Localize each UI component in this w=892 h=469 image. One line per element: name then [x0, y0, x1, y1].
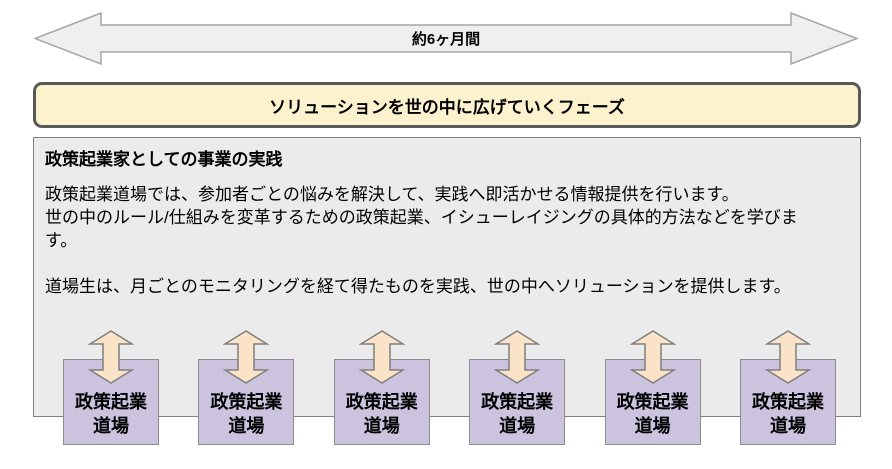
phase-banner-label: ソリューションを世の中に広げていくフェーズ: [269, 97, 625, 117]
dojo-unit-4: 政策起業 道場: [469, 330, 566, 445]
dojo-unit-5: 政策起業 道場: [604, 330, 701, 445]
dojo-box-label-line2: 道場: [93, 416, 129, 436]
panel-paragraph-1: 政策起業道場では、参加者ごとの悩みを解決して、実践へ即活かせる情報提供を行います…: [45, 183, 849, 252]
dojo-row: 政策起業 道場 政策起業 道場 政策起業 道場: [63, 330, 836, 445]
dojo-box-label-line2: 道場: [363, 416, 400, 436]
dojo-box-label-line1: 政策起業: [616, 392, 689, 412]
up-down-arrow-icon: [88, 330, 134, 384]
panel-paragraph-2: 道場生は、月ごとのモニタリングを経て得たものを実践、世の中へソリューションを提供…: [45, 277, 791, 296]
dojo-box-label-line2: 道場: [499, 416, 536, 436]
up-down-arrow-icon: [764, 330, 811, 384]
dojo-box-label-line2: 道場: [634, 416, 671, 436]
main-panel: 政策起業家としての事業の実践 政策起業道場では、参加者ごとの悩みを解決して、実践…: [33, 137, 861, 417]
up-down-arrow-icon: [358, 330, 405, 384]
dojo-box-label-line1: 政策起業: [75, 392, 147, 412]
paragraph-line: す。: [45, 231, 78, 250]
dojo-box-label-line2: 道場: [769, 416, 806, 436]
dojo-box-label-line1: 政策起業: [345, 392, 418, 412]
dojo-unit-1: 政策起業 道場: [63, 330, 159, 445]
dojo-box-label-line1: 政策起業: [481, 392, 554, 412]
dojo-unit-2: 政策起業 道場: [198, 330, 295, 445]
dojo-box: 政策起業 道場: [333, 359, 430, 445]
dojo-unit-6: 政策起業 道場: [739, 330, 836, 445]
up-down-arrow-icon: [494, 330, 541, 384]
paragraph-line: 世の中のルール/仕組みを変革するための政策起業、イシューレイジングの具体的方法な…: [45, 208, 798, 227]
duration-label: 約6ヶ月間: [411, 31, 481, 48]
up-down-arrow-icon: [223, 330, 270, 384]
duration-arrow: 約6ヶ月間: [34, 12, 858, 65]
dojo-box-label-line1: 政策起業: [751, 392, 824, 412]
up-down-arrow-icon: [629, 330, 676, 384]
horizontal-double-arrow-icon: [34, 12, 858, 65]
phase-banner: ソリューションを世の中に広げていくフェーズ: [33, 82, 861, 128]
dojo-box-label-line2: 道場: [228, 416, 265, 436]
paragraph-line: 政策起業道場では、参加者ごとの悩みを解決して、実践へ即活かせる情報提供を行います…: [45, 185, 739, 204]
panel-heading: 政策起業家としての事業の実践: [45, 150, 283, 169]
dojo-unit-3: 政策起業 道場: [333, 330, 430, 445]
dojo-box-label-line1: 政策起業: [210, 392, 283, 412]
